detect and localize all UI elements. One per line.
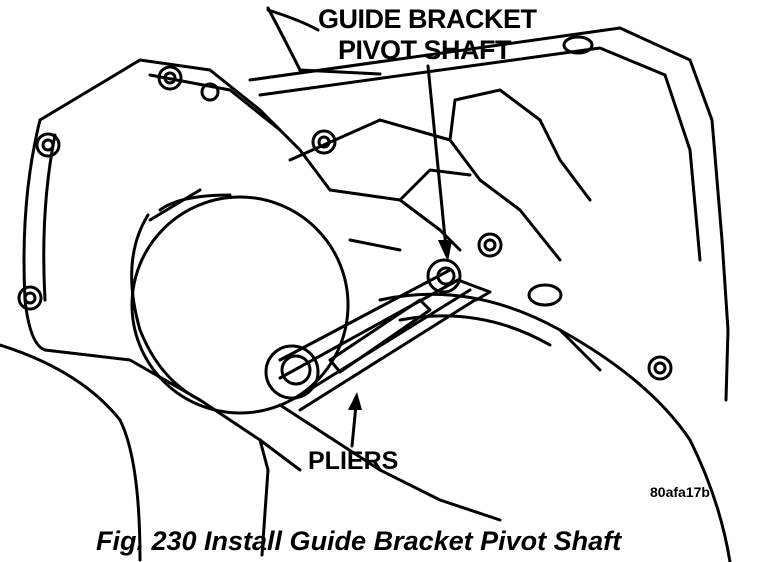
guide-bracket-leader xyxy=(426,64,448,250)
case-top-edge xyxy=(248,26,730,402)
leader-lines xyxy=(350,64,448,448)
pliers-leader xyxy=(350,403,358,448)
image-code: 80afa17b xyxy=(650,484,710,500)
guide-bracket-arrowhead xyxy=(438,240,452,262)
top-sketch-lines xyxy=(266,6,382,76)
callout-pliers: PLIERS xyxy=(308,447,399,475)
pliers-arrowhead xyxy=(348,392,362,410)
inner-ribs xyxy=(288,88,592,307)
bell-housing-outline xyxy=(0,58,332,562)
pliers-drawing xyxy=(264,258,492,412)
housing-bolt-holes xyxy=(17,65,673,381)
main-bore xyxy=(130,188,350,415)
top-bolt-hole xyxy=(562,35,594,55)
rear-cover xyxy=(258,292,732,562)
figure-caption: Fig. 230 Install Guide Bracket Pivot Sha… xyxy=(96,526,622,556)
callout-guide-bracket-line2: PIVOT SHAFT xyxy=(338,35,512,65)
callout-guide-bracket-line1: GUIDE BRACKET xyxy=(318,4,537,34)
